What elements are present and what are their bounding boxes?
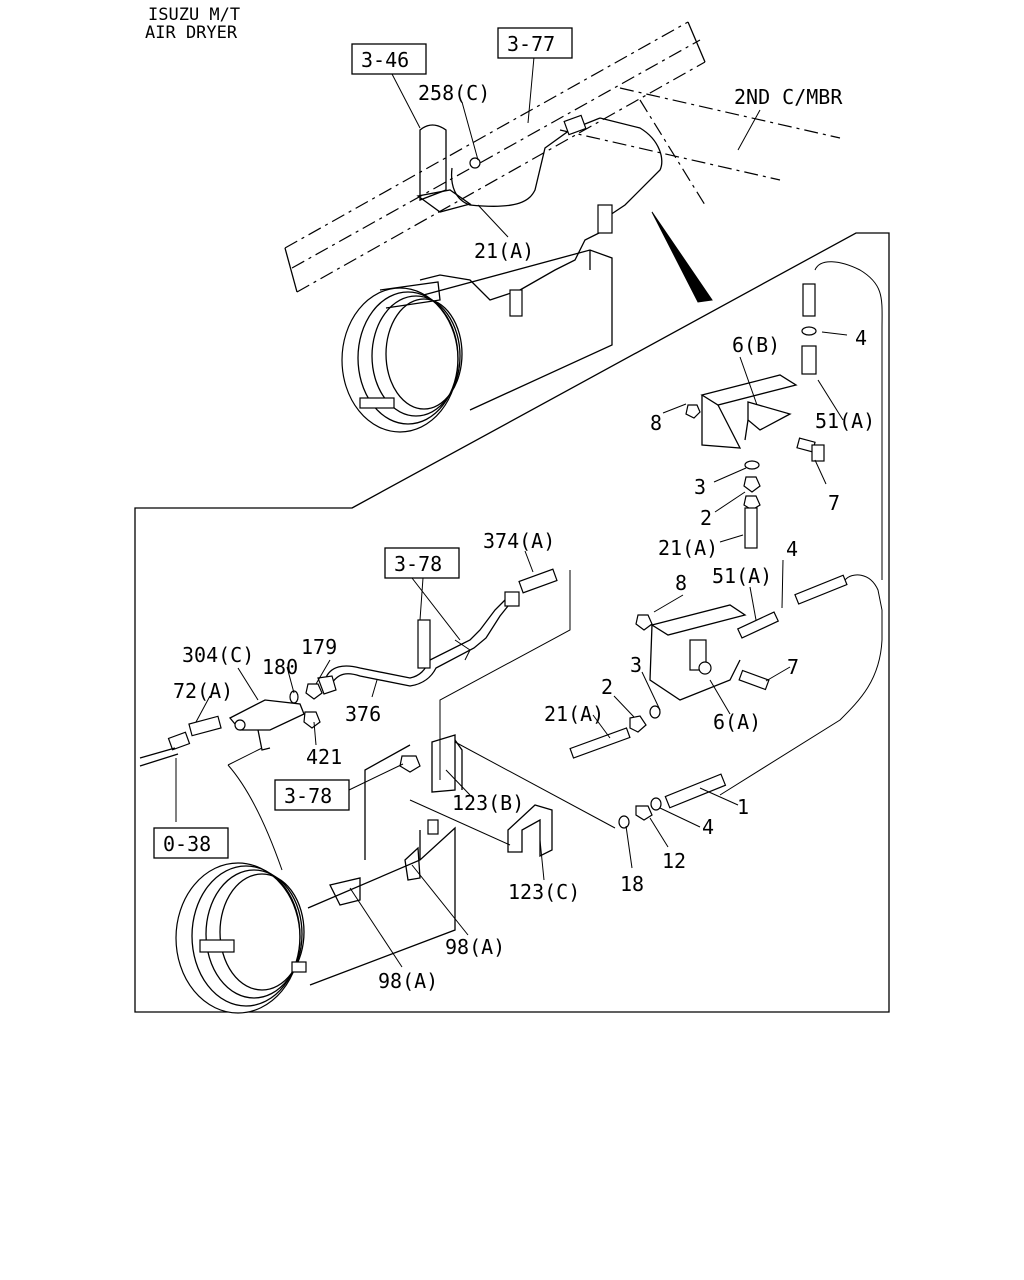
air-tank-top <box>341 249 613 433</box>
label-4-b: 4 <box>786 537 798 561</box>
label-21a-b: 21(A) <box>544 702 604 726</box>
label-98a-a: 98(A) <box>445 935 505 959</box>
label-51a-b: 51(A) <box>712 564 772 588</box>
ref-box-0-38[interactable]: 0-38 <box>153 827 229 859</box>
label-2nd-cmbr: 2ND C/MBR <box>734 85 843 109</box>
header-title: AIR DRYER <box>145 23 238 43</box>
label-98a-b: 98(A) <box>378 969 438 993</box>
pipe-374-376 <box>317 568 571 780</box>
label-6a: 6(A) <box>713 710 761 734</box>
label-2-b: 2 <box>601 675 613 699</box>
lower-bracket-assembly <box>569 574 883 829</box>
label-258c: 258(C) <box>418 81 490 105</box>
label-123b: 123(B) <box>452 791 524 815</box>
label-51a-a: 51(A) <box>815 409 875 433</box>
label-18: 18 <box>620 872 644 896</box>
label-180: 180 <box>262 655 298 679</box>
label-376: 376 <box>345 702 381 726</box>
svg-text:3-77: 3-77 <box>507 32 555 56</box>
svg-text:3-46: 3-46 <box>361 48 409 72</box>
label-8-b: 8 <box>675 571 687 595</box>
svg-text:3-78: 3-78 <box>284 784 332 808</box>
ref-box-3-78-upper[interactable]: 3-78 <box>384 547 460 579</box>
label-3-a: 3 <box>694 475 706 499</box>
upper-bracket-assembly <box>685 261 883 580</box>
label-7-b: 7 <box>787 655 799 679</box>
label-3-b: 3 <box>630 653 642 677</box>
label-304c: 304(C) <box>182 643 254 667</box>
ref-box-3-78-lower[interactable]: 3-78 <box>274 779 350 811</box>
label-179: 179 <box>301 635 337 659</box>
label-72a: 72(A) <box>173 679 233 703</box>
svg-text:3-78: 3-78 <box>394 552 442 576</box>
label-123c: 123(C) <box>508 880 580 904</box>
label-21a-a: 21(A) <box>658 536 718 560</box>
valve-bracket-304c <box>139 683 323 871</box>
leader-lines <box>175 56 848 968</box>
header-model: ISUZU M/T <box>148 5 240 25</box>
label-21a-top: 21(A) <box>474 239 534 263</box>
air-pipe-top <box>419 114 663 317</box>
ref-box-3-46[interactable]: 3-46 <box>351 43 427 75</box>
bracket-123b-123c <box>399 734 616 858</box>
label-374a: 374(A) <box>483 529 555 553</box>
label-4-a: 4 <box>855 326 867 350</box>
detail-pointer <box>651 211 713 303</box>
label-8-a: 8 <box>650 411 662 435</box>
label-6b: 6(B) <box>732 333 780 357</box>
svg-text:0-38: 0-38 <box>163 832 211 856</box>
frame-cross-member <box>284 21 841 293</box>
label-4-c: 4 <box>702 815 714 839</box>
label-12: 12 <box>662 849 686 873</box>
label-1: 1 <box>737 795 749 819</box>
label-7-a: 7 <box>828 491 840 515</box>
label-421: 421 <box>306 745 342 769</box>
label-2-a: 2 <box>700 506 712 530</box>
detail-frame <box>134 232 890 1013</box>
air-tank-detail <box>175 744 456 1014</box>
ref-box-3-77[interactable]: 3-77 <box>497 27 573 59</box>
